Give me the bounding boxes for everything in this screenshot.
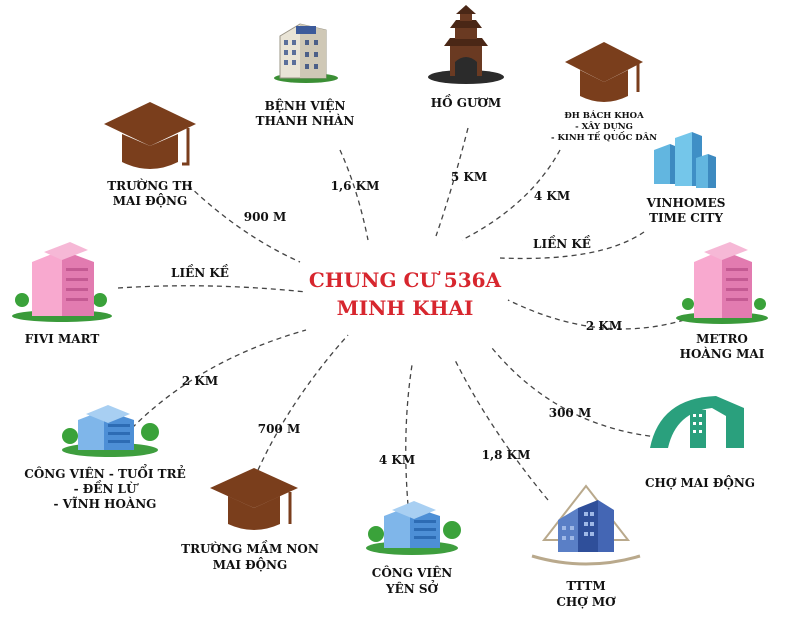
pink-building-icon	[12, 242, 112, 322]
label-yen-so-line1: CÔNG VIÊN	[372, 564, 452, 580]
distance-labels: 1,6 KM 5 KM 4 KM LIỀN KỀ 900 M LIỀN KỀ 2…	[171, 170, 622, 467]
place-vinhomes: VINHOMES TIME CITY	[646, 132, 726, 225]
label-bach-khoa-line3: - KINH TẾ QUỐC DÂN	[551, 130, 657, 143]
distance-metro: 2 KM	[586, 319, 622, 333]
skyscraper-icon	[654, 132, 716, 188]
label-cho-mai-dong: CHỢ MAI ĐỘNG	[645, 474, 755, 490]
label-cong-vien-line3: - VĨNH HOÀNG	[54, 496, 157, 511]
distance-yen-so: 4 KM	[379, 453, 415, 467]
label-benh-vien-line1: BỆNH VIỆN	[265, 98, 346, 113]
label-bach-khoa-line1: ĐH BÁCH KHOA	[564, 109, 644, 121]
connector-truong-th	[187, 184, 301, 263]
connector-benh-vien	[339, 149, 369, 241]
place-benh-vien: BỆNH VIỆN THANH NHÀN	[256, 23, 355, 128]
place-ho-guom: HỒ GƯƠM	[428, 5, 504, 110]
distance-mam-non: 700 M	[258, 422, 301, 436]
distance-cong-vien: 2 KM	[182, 374, 218, 388]
distance-ho-guom: 5 KM	[451, 170, 487, 184]
label-ho-guom: HỒ GƯƠM	[431, 93, 501, 110]
pink-building-icon	[676, 242, 768, 324]
place-truong-th: TRƯỜNG TH MAI ĐỘNG	[104, 102, 196, 208]
label-truong-th-line2: MAI ĐỘNG	[113, 192, 188, 208]
place-cho-mai-dong: CHỢ MAI ĐỘNG	[645, 396, 755, 490]
label-metro-line1: METRO	[696, 332, 748, 346]
label-truong-th-line1: TRƯỜNG TH	[107, 177, 192, 193]
place-cong-vien-tuoi-tre: CÔNG VIÊN - TUỔI TRẺ - ĐỀN LỪ - VĨNH HOÀ…	[24, 405, 186, 511]
center-title-line1: CHUNG CƯ 536A	[309, 268, 502, 292]
distance-vinhomes: LIỀN KỀ	[533, 234, 591, 251]
label-cong-vien-line2: - ĐỀN LỪ	[74, 479, 139, 496]
center-title: CHUNG CƯ 536A MINH KHAI	[309, 268, 502, 320]
pagoda-tower-icon	[428, 5, 504, 84]
label-vinhomes-line2: TIME CITY	[649, 211, 723, 225]
distance-cho-mo: 1,8 KM	[482, 448, 531, 462]
market-building-icon	[650, 396, 744, 448]
distance-bach-khoa: 4 KM	[534, 189, 570, 203]
label-yen-so-line2: YÊN SỞ	[385, 579, 439, 596]
connector-fivi	[117, 285, 307, 293]
park-building-icon	[62, 405, 159, 457]
mall-tower-icon	[531, 484, 641, 566]
label-cong-vien-line1: CÔNG VIÊN - TUỔI TRẺ	[24, 463, 185, 481]
label-cho-mo-line1: TTTM	[566, 579, 605, 593]
place-cho-mo: TTTM CHỢ MƠ	[531, 484, 641, 609]
connector-mam-non	[257, 334, 349, 471]
connector-metro	[507, 299, 685, 330]
label-bach-khoa-line2: - XÂY DỰNG	[575, 120, 633, 132]
label-cho-mo-line2: CHỢ MƠ	[556, 595, 616, 609]
label-vinhomes-line1: VINHOMES	[646, 196, 726, 210]
place-bach-khoa: ĐH BÁCH KHOA - XÂY DỰNG - KINH TẾ QUỐC D…	[551, 42, 657, 143]
distance-benh-vien: 1,6 KM	[331, 179, 380, 193]
graduation-cap-icon	[565, 42, 643, 102]
place-yen-so: CÔNG VIÊN YÊN SỞ	[366, 501, 461, 596]
connector-cho-mo	[454, 359, 549, 501]
graduation-cap-icon	[104, 102, 196, 169]
connector-vinhomes	[499, 231, 645, 260]
label-mam-non-line2: MAI ĐỘNG	[213, 556, 288, 572]
graduation-cap-icon	[210, 468, 298, 530]
distance-truong-th: 900 M	[244, 210, 287, 224]
park-building-icon	[366, 501, 461, 555]
connectors	[117, 127, 685, 506]
connector-bach-khoa	[461, 149, 561, 241]
distance-cho-mai-dong: 300 M	[549, 406, 592, 420]
label-metro-line2: HOÀNG MAI	[680, 346, 765, 361]
center-title-line2: MINH KHAI	[337, 296, 474, 320]
connector-cho-mai-dong	[491, 347, 669, 439]
connector-yen-so	[405, 364, 413, 506]
distance-fivi: LIỀN KỀ	[171, 263, 229, 280]
hospital-building-icon	[274, 23, 338, 83]
label-fivi: FIVI MART	[25, 332, 100, 346]
label-mam-non-line1: TRƯỜNG MẦM NON	[181, 539, 319, 556]
connector-ho-guom	[435, 127, 469, 237]
place-fivi: FIVI MART	[12, 242, 112, 346]
place-mam-non: TRƯỜNG MẦM NON MAI ĐỘNG	[181, 468, 319, 572]
label-benh-vien-line2: THANH NHÀN	[256, 113, 355, 128]
connector-cong-vien	[131, 329, 307, 429]
place-metro: METRO HOÀNG MAI	[676, 242, 768, 361]
